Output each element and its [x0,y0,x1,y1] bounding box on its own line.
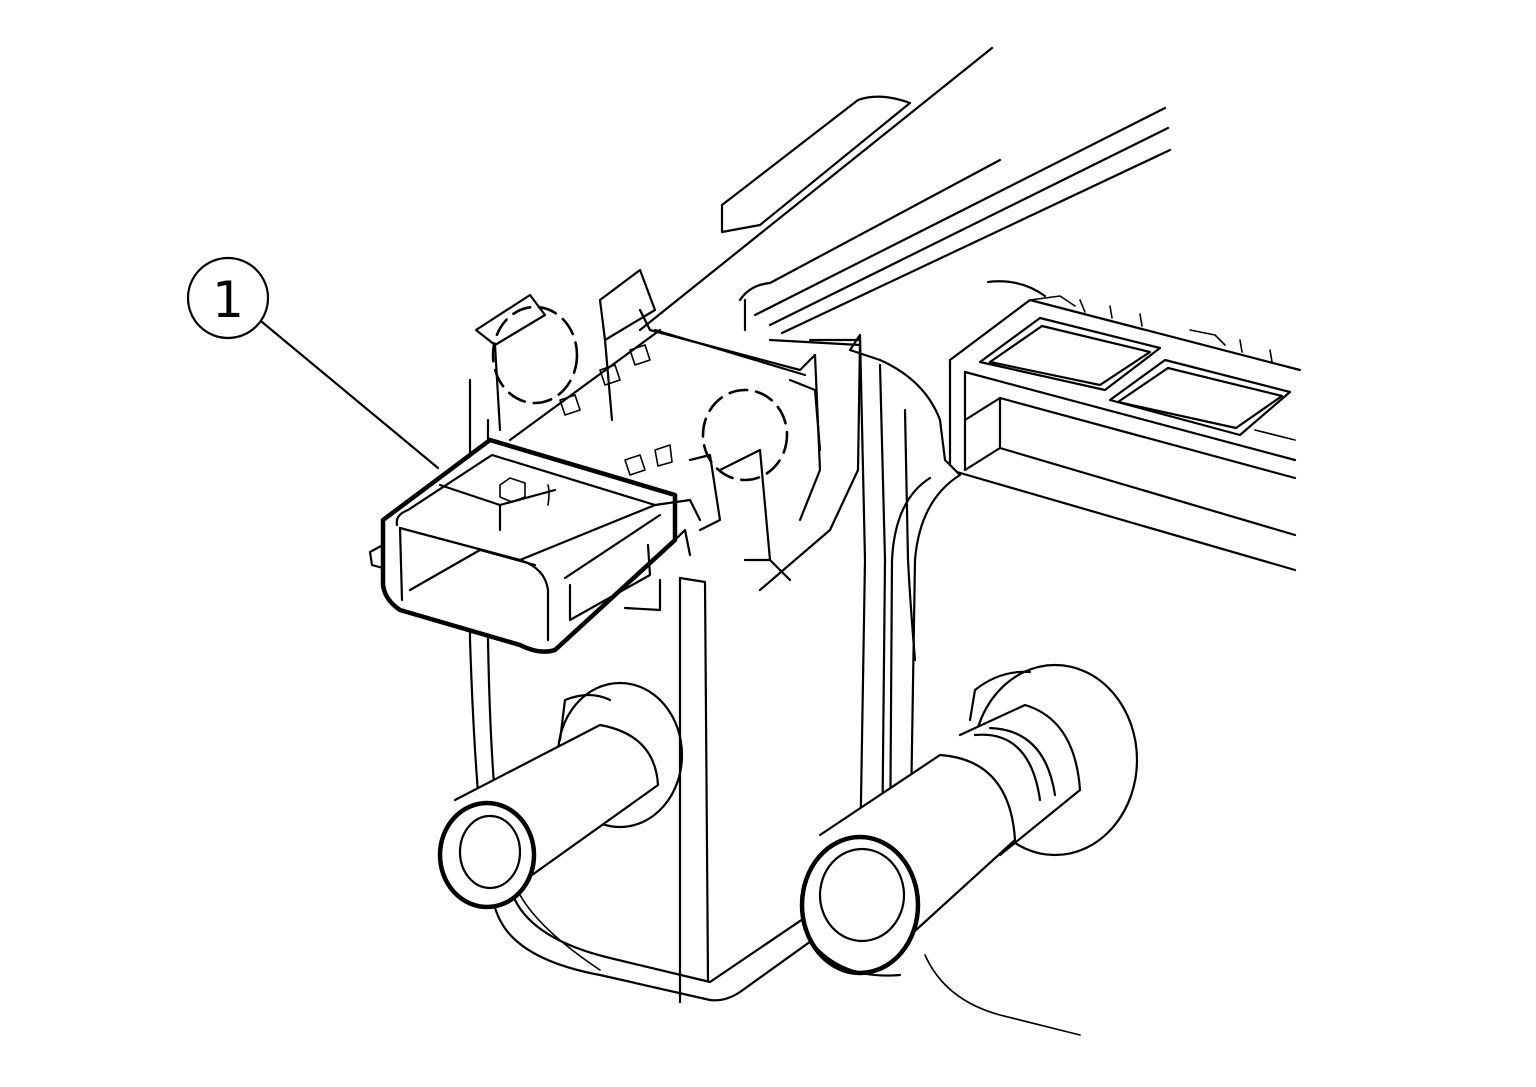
callout-bubble [186,256,270,340]
electrical-connector [368,437,702,654]
latch-highlight-right [701,388,789,482]
small-vacuum-port [437,681,684,971]
callout-leader-line [260,320,440,470]
connector-latch [474,268,862,592]
callout-1: 1 [186,256,440,470]
latch-highlight-circles [491,305,789,482]
mounting-bracket [638,46,1172,347]
large-vacuum-port [799,663,1139,1036]
right-housing [948,280,1302,572]
callout-number: 1 [212,271,244,329]
latch-highlight-left [491,305,579,405]
